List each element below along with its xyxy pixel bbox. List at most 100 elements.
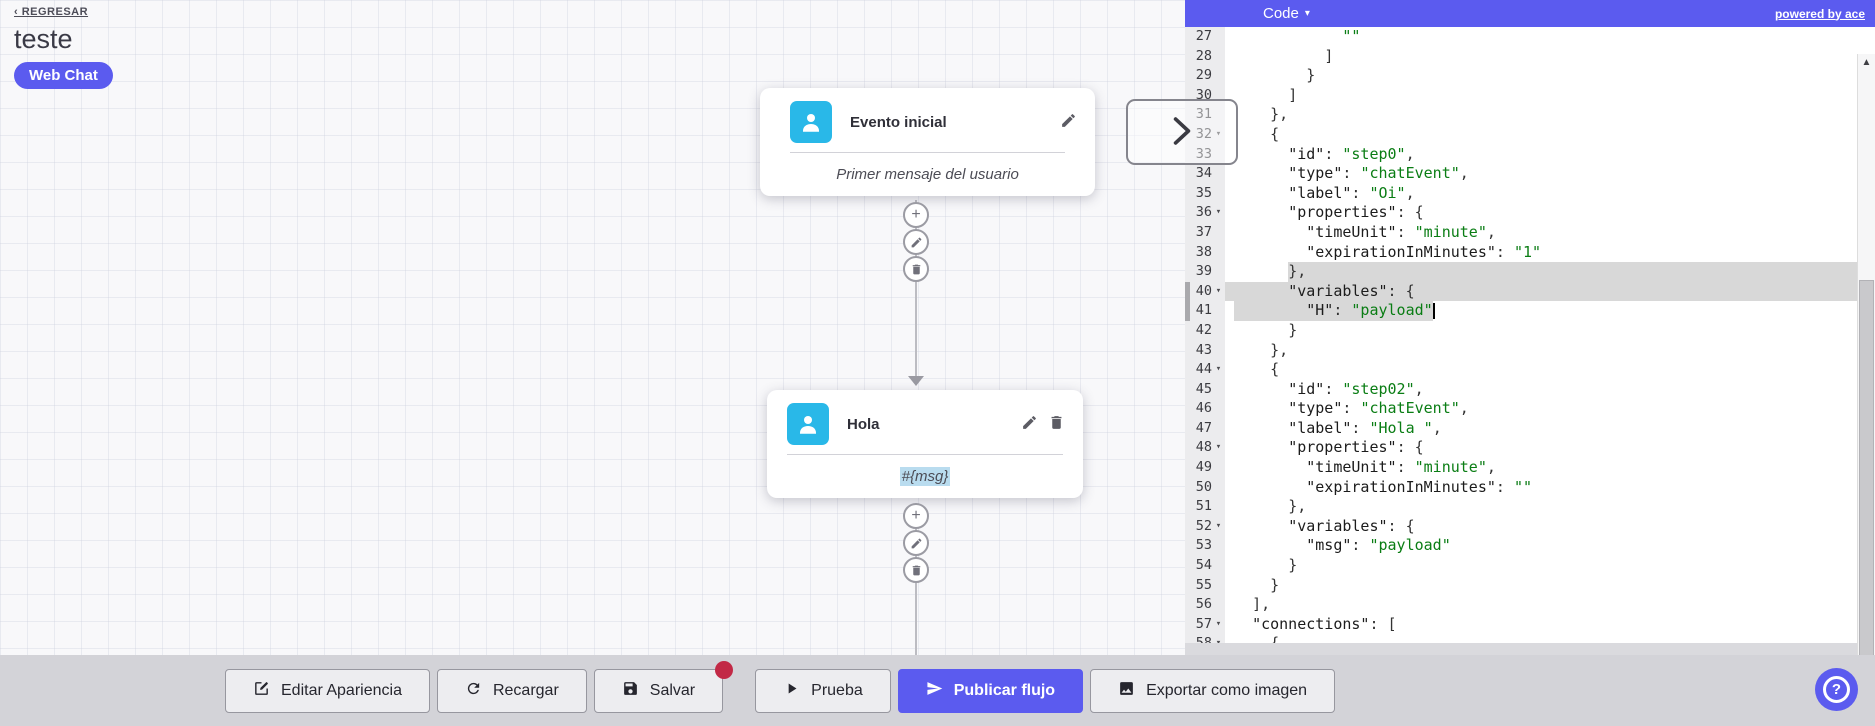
chevron-right-icon [1171,115,1193,150]
code-line[interactable]: 35 "label": "Oi", [1185,183,1875,204]
code-line[interactable]: 36▾ "properties": { [1185,203,1875,223]
gutter-line-number[interactable]: 50 [1185,477,1225,498]
horizontal-scrollbar[interactable] [1185,643,1858,655]
reload-button[interactable]: Recargar [436,668,587,713]
code-line[interactable]: 42 } [1185,320,1875,341]
node-title: Hola [847,415,880,433]
node-body-text: #{msg} [899,467,951,486]
code-line[interactable]: 27 "" [1185,27,1875,47]
code-line[interactable]: 53 "msg": "payload" [1185,536,1875,557]
edit-appearance-button[interactable]: Editar Apariencia [225,668,430,713]
code-line[interactable]: 46 "type": "chatEvent", [1185,399,1875,419]
gutter-line-number[interactable]: 29 [1185,66,1225,86]
user-avatar-icon [787,403,829,445]
code-editor-panel: Code ▾ powered by ace 27 ""28 ]29 }30 ]3… [1185,0,1875,655]
gutter-line-number[interactable]: 34 [1185,164,1225,184]
flow-canvas[interactable]: ‹ REGRESAR teste Web Chat Evento inicial [0,0,1185,655]
gutter-line-number[interactable]: 57▾ [1185,614,1225,635]
connector-actions: + [903,503,929,583]
help-button[interactable]: ? [1815,668,1858,711]
code-line[interactable]: 47 "label": "Hola ", [1185,418,1875,439]
code-line[interactable]: 56 ], [1185,595,1875,615]
save-button[interactable]: Salvar [593,668,724,713]
gutter-line-number[interactable]: 45 [1185,379,1225,400]
edit-square-icon [253,680,270,702]
powered-by-ace-link[interactable]: powered by ace [1774,6,1865,21]
divider [787,454,1063,455]
edit-node-icon[interactable] [1021,414,1038,434]
gutter-line-number[interactable]: 42 [1185,320,1225,341]
edit-connection-button[interactable] [903,530,929,556]
gutter-line-number[interactable]: 46 [1185,399,1225,419]
gutter-line-number[interactable]: 28 [1185,46,1225,67]
gutter-line-number[interactable]: 27 [1185,27,1225,47]
gutter-line-number[interactable]: 32▾ [1185,124,1225,145]
publish-flow-button[interactable]: Publicar flujo [897,668,1084,713]
divider [790,152,1065,153]
add-step-button[interactable]: + [903,202,929,228]
code-area[interactable]: 27 ""28 ]29 }30 ]31 },32▾ {33 "id": "ste… [1185,27,1875,655]
unsaved-changes-badge [715,660,734,679]
code-line[interactable]: 48▾ "properties": { [1185,438,1875,459]
gutter-line-number[interactable]: 43 [1185,340,1225,361]
code-line[interactable]: 51 }, [1185,497,1875,517]
gutter-line-number[interactable]: 53 [1185,536,1225,557]
code-line[interactable]: 32▾ { [1185,124,1875,145]
code-line[interactable]: 52▾ "variables": { [1185,516,1875,537]
delete-connection-button[interactable] [903,557,929,583]
gutter-line-number[interactable]: 55 [1185,575,1225,596]
gutter-line-number[interactable]: 31 [1185,105,1225,125]
gutter-line-number[interactable]: 54 [1185,556,1225,576]
back-link[interactable]: ‹ REGRESAR [14,6,89,18]
edit-node-icon[interactable] [1060,112,1077,132]
gutter-line-number[interactable]: 49 [1185,458,1225,478]
scroll-up-icon[interactable]: ▲ [1861,57,1872,68]
code-line[interactable]: 33 "id": "step0", [1185,144,1875,165]
delete-node-icon[interactable] [1048,414,1065,434]
gutter-line-number[interactable]: 41 [1185,301,1225,321]
code-line[interactable]: 44▾ { [1185,360,1875,380]
code-line[interactable]: 34 "type": "chatEvent", [1185,164,1875,184]
code-line[interactable]: 43 }, [1185,340,1875,361]
add-step-button[interactable]: + [903,503,929,529]
gutter-line-number[interactable]: 36▾ [1185,203,1225,223]
gutter-line-number[interactable]: 52▾ [1185,516,1225,537]
code-line[interactable]: 30 ] [1185,85,1875,106]
code-line[interactable]: 37 "timeUnit": "minute", [1185,222,1875,243]
gutter-line-number[interactable]: 48▾ [1185,438,1225,459]
code-line[interactable]: 49 "timeUnit": "minute", [1185,458,1875,478]
code-line[interactable]: 38 "expirationInMinutes": "1" [1185,242,1875,263]
code-line[interactable]: 29 } [1185,66,1875,86]
code-line[interactable]: 50 "expirationInMinutes": "" [1185,477,1875,498]
test-button[interactable]: Prueba [755,668,891,713]
code-line[interactable]: 31 }, [1185,105,1875,125]
gutter-line-number[interactable]: 51 [1185,497,1225,517]
gutter-line-number[interactable]: 56 [1185,595,1225,615]
gutter-line-number[interactable]: 39 [1185,262,1225,282]
gutter-line-number[interactable]: 38 [1185,242,1225,263]
editor-mode-dropdown[interactable]: Code ▾ [1263,5,1310,22]
code-line[interactable]: 39 }, [1185,262,1875,282]
code-line[interactable]: 45 "id": "step02", [1185,379,1875,400]
vertical-scrollbar[interactable]: ▲ [1857,54,1875,655]
export-image-button[interactable]: Exportar como imagen [1090,668,1336,713]
code-line[interactable]: 41 "H": "payload" [1185,301,1875,321]
code-line[interactable]: 28 ] [1185,46,1875,67]
gutter-line-number[interactable]: 40▾ [1185,281,1225,302]
node-hola[interactable]: Hola #{msg} [767,390,1083,498]
node-evento-inicial[interactable]: Evento inicial Primer mensaje del usuari… [760,88,1095,196]
edit-connection-button[interactable] [903,229,929,255]
code-line[interactable]: 57▾ "connections": [ [1185,614,1875,635]
bottom-toolbar: Editar Apariencia Recargar Salvar Prueba [0,655,1875,726]
collapse-editor-button[interactable] [1126,99,1238,165]
gutter-line-number[interactable]: 37 [1185,222,1225,243]
scrollbar-thumb[interactable] [1859,280,1874,655]
code-line[interactable]: 54 } [1185,556,1875,576]
gutter-line-number[interactable]: 44▾ [1185,360,1225,380]
gutter-line-number[interactable]: 47 [1185,418,1225,439]
gutter-line-number[interactable]: 33 [1185,144,1225,165]
code-line[interactable]: 55 } [1185,575,1875,596]
gutter-line-number[interactable]: 35 [1185,183,1225,204]
code-line[interactable]: 40▾ "variables": { [1185,281,1875,302]
delete-connection-button[interactable] [903,256,929,282]
